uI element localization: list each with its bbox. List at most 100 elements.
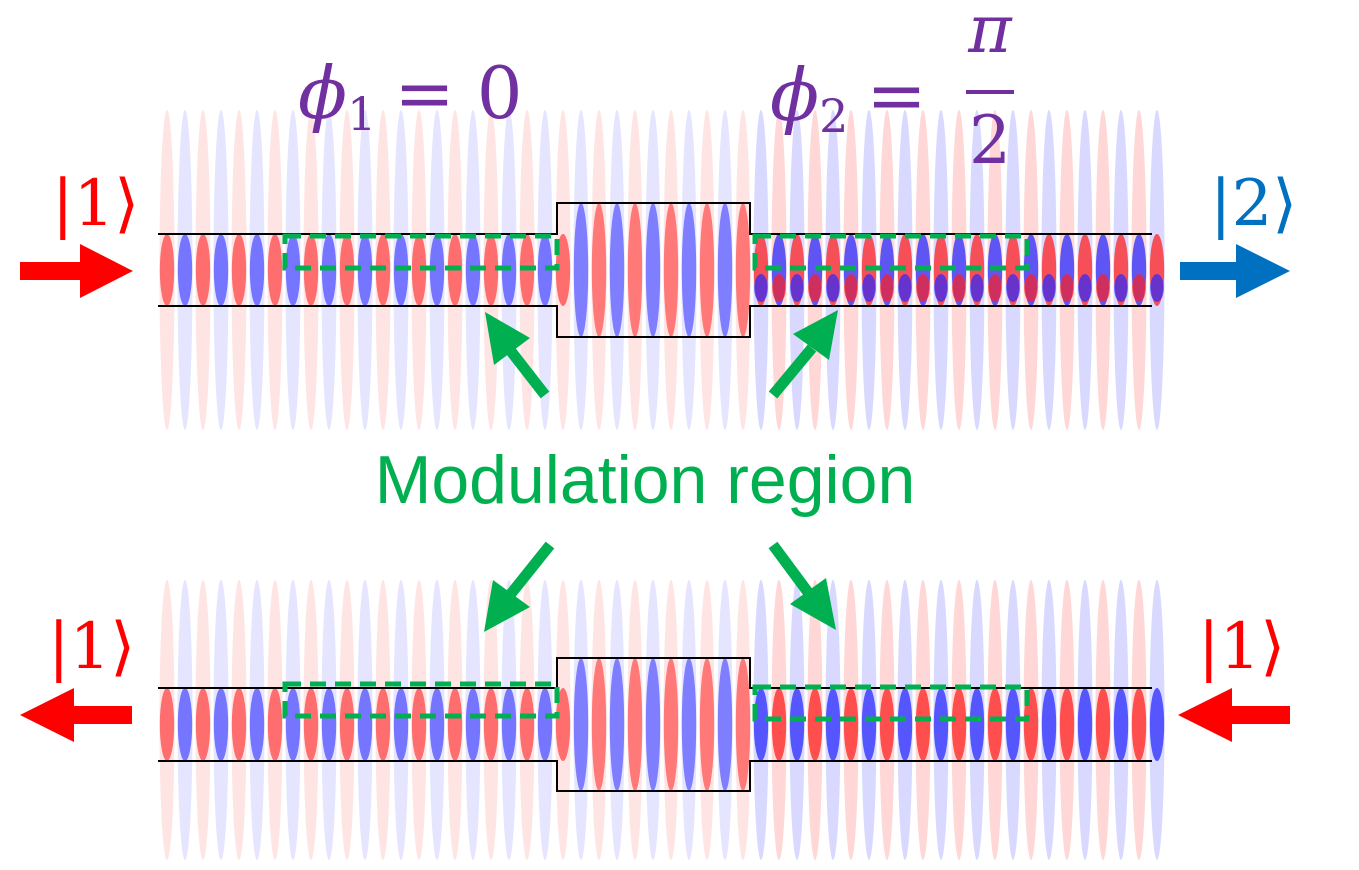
field-core-lobe <box>213 234 229 306</box>
field-core-lobe <box>771 688 787 761</box>
field-lower-lobe <box>844 274 858 302</box>
pointer-arrow-bottom-left <box>484 541 555 632</box>
field-lower-lobe <box>1150 274 1164 302</box>
field-core-lobe <box>177 234 193 306</box>
field-core-lobe <box>681 658 697 791</box>
field-core-lobe <box>483 234 499 306</box>
field-core-lobe <box>177 688 193 761</box>
field-core-lobe <box>627 203 643 337</box>
field-core-lobe <box>285 234 301 306</box>
field-core-lobe <box>969 688 985 761</box>
field-core-lobe <box>519 688 535 761</box>
field-lower-lobe <box>1078 274 1092 302</box>
field-core-lobe <box>267 234 283 306</box>
field-core-lobe <box>501 688 517 761</box>
field-core-lobe <box>231 688 247 761</box>
field-lower-lobe <box>790 274 804 302</box>
field-core-lobe <box>1149 688 1165 761</box>
field-core-lobe <box>663 203 679 337</box>
bottom-right-arrow-left-icon <box>1178 688 1290 742</box>
field-core-lobe <box>591 203 607 337</box>
field-core-lobe <box>1077 688 1093 761</box>
field-core-lobe <box>753 688 769 761</box>
output-arrow-right-icon <box>1180 244 1290 298</box>
field-core-lobe <box>429 688 445 761</box>
field-core-lobe <box>357 688 373 761</box>
field-core-lobe <box>609 203 625 337</box>
field-core-lobe <box>843 688 859 761</box>
pointer-arrow-top-right <box>768 310 838 399</box>
field-core-lobe <box>717 203 733 337</box>
field-lower-lobe <box>1114 274 1128 302</box>
field-lower-lobe <box>934 274 948 302</box>
field-core-lobe <box>249 234 265 306</box>
field-core-lobe <box>627 658 643 791</box>
field-lower-lobe <box>1060 274 1074 302</box>
field-core-lobe <box>411 688 427 761</box>
field-core-lobe <box>573 203 589 337</box>
field-core-lobe <box>897 688 913 761</box>
field-core-lobe <box>465 688 481 761</box>
top-right-modulation-box <box>752 233 1030 271</box>
field-core-lobe <box>249 688 265 761</box>
field-core-lobe <box>1059 688 1075 761</box>
top-output-state: |2⟩ <box>1210 167 1297 241</box>
field-core-lobe <box>735 203 751 337</box>
bottom-left-arrow-left-icon <box>20 688 132 742</box>
field-core-lobe <box>393 688 409 761</box>
field-lower-lobe <box>808 274 822 302</box>
field-core-lobe <box>213 688 229 761</box>
field-core-lobe <box>447 688 463 761</box>
field-core-lobe <box>159 688 175 761</box>
field-core-lobe <box>699 658 715 791</box>
field-core-lobe <box>483 688 499 761</box>
field-core-lobe <box>1005 688 1021 761</box>
field-core-lobe <box>933 688 949 761</box>
field-core-lobe <box>663 658 679 791</box>
field-core-lobe <box>951 688 967 761</box>
field-core-lobe <box>195 688 211 761</box>
field-lower-lobe <box>988 274 1002 302</box>
phi2-fraction-bar <box>966 90 1014 94</box>
phi2-label: ϕ2= <box>770 53 927 143</box>
field-lower-lobe <box>1096 274 1110 302</box>
field-lower-lobe <box>826 274 840 302</box>
bottom-field-pattern <box>159 580 1165 860</box>
bottom-left-state: |1⟩ <box>48 610 135 684</box>
field-lower-lobe <box>772 274 786 302</box>
field-lower-lobe <box>898 274 912 302</box>
top-field-pattern <box>159 110 1165 430</box>
field-lower-lobe <box>754 274 768 302</box>
field-core-lobe <box>411 234 427 306</box>
field-core-lobe <box>1095 688 1111 761</box>
field-core-lobe <box>591 658 607 791</box>
field-core-lobe <box>1131 688 1147 761</box>
field-core-lobe <box>879 688 895 761</box>
field-core-lobe <box>699 203 715 337</box>
field-core-lobe <box>285 688 301 761</box>
phi1-label: ϕ1=0 <box>298 51 523 141</box>
bottom-right-state: |1⟩ <box>1198 610 1285 684</box>
field-core-lobe <box>537 688 553 761</box>
input-arrow-right-icon <box>20 244 133 298</box>
field-core-lobe <box>861 688 877 761</box>
bottom-right-modulation-box <box>752 684 1030 722</box>
pointer-arrow-top-left <box>485 312 550 399</box>
bottom-left-modulation-box <box>282 681 560 719</box>
field-core-lobe <box>681 203 697 337</box>
field-core-lobe <box>609 658 625 791</box>
field-core-lobe <box>1113 688 1129 761</box>
field-core-lobe <box>555 688 571 761</box>
field-lower-lobe <box>862 274 876 302</box>
field-core-lobe <box>357 234 373 306</box>
field-core-lobe <box>231 234 247 306</box>
field-lower-lobe <box>1024 274 1038 302</box>
field-core-lobe <box>303 688 319 761</box>
field-core-lobe <box>267 688 283 761</box>
field-core-lobe <box>735 658 751 791</box>
field-core-lobe <box>645 658 661 791</box>
phi2-numerator: π <box>967 0 1013 68</box>
field-core-lobe <box>987 688 1003 761</box>
field-core-lobe <box>429 234 445 306</box>
